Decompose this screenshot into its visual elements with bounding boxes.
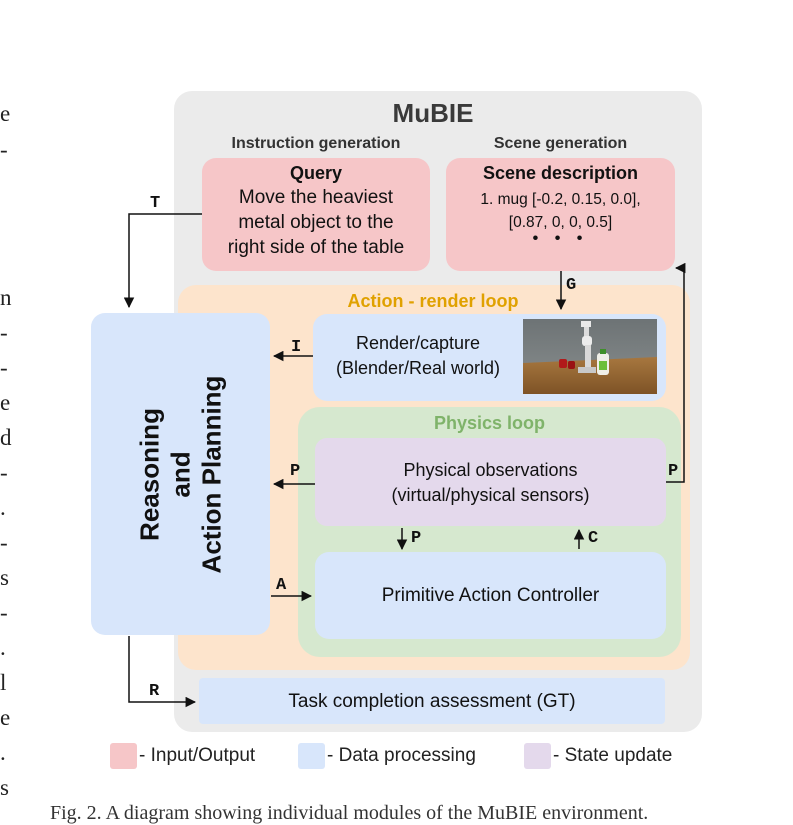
legend-swatch-data-processing [298, 743, 325, 769]
reasoning-action-planning-box [91, 313, 270, 635]
diagram-title: MuBIE [392, 98, 474, 128]
render-capture-text: Render/capture (Blender/Real world) [318, 331, 518, 381]
arrow-label-p-right: P [668, 462, 679, 481]
margin-text: s [0, 565, 9, 590]
task-completion-text: Task completion assessment (GT) [288, 691, 576, 712]
arrow-label-a: A [276, 576, 287, 595]
query-line: right side of the table [227, 237, 405, 258]
task-completion-box [199, 678, 665, 724]
margin-text: l [0, 670, 7, 695]
arrow-label-p-down: P [411, 529, 422, 548]
scene-description-title: Scene description [482, 163, 639, 183]
margin-text: d [0, 425, 12, 450]
margin-text: - [0, 600, 8, 625]
margin-text: s [0, 775, 9, 800]
margin-text: - [0, 460, 8, 485]
figure-caption: Fig. 2. A diagram showing individual mod… [50, 802, 649, 824]
legend-label-data-processing: - Data processing [327, 745, 476, 766]
margin-text: e [0, 390, 11, 415]
arrow-label-p-left: P [290, 462, 301, 481]
instruction-generation-header: Instruction generation [231, 135, 401, 152]
query-text: Move the heaviest metal object to the ri… [202, 185, 430, 260]
arrow-r [128, 636, 197, 708]
margin-text: n [0, 285, 12, 310]
legend-swatch-state-update [524, 743, 551, 769]
query-title: Query [289, 163, 343, 183]
physical-observations-box: Physical observations (virtual/physical … [315, 438, 666, 526]
arrow-label-r: R [149, 682, 160, 701]
margin-text: . [0, 740, 6, 765]
primitive-action-controller-box [315, 552, 666, 639]
query-box: Query Move the heaviest metal object to … [202, 158, 430, 271]
arrow-label-g: G [566, 276, 577, 295]
scene-description-box: Scene description 1. mug [-0.2, 0.15, 0.… [446, 158, 675, 271]
margin-text: - [0, 320, 8, 345]
scene-generation-header: Scene generation [493, 135, 628, 152]
margin-text: - [0, 137, 8, 162]
primitive-action-controller-text: Primitive Action Controller [381, 585, 600, 606]
observations-line: (virtual/physical sensors) [391, 485, 590, 505]
arrow-label-t: T [150, 194, 161, 213]
scene-line: [0.87, 0, 0, 0.5] [508, 214, 613, 231]
arrow-label-c-up: C [588, 529, 599, 548]
arrow-p-right [666, 262, 686, 483]
observations-line: Physical observations [403, 460, 578, 480]
arrow-t [123, 213, 202, 309]
margin-text: . [0, 495, 6, 520]
ellipsis-dots: • • • [532, 230, 589, 247]
scene-photo-image [523, 319, 657, 394]
legend-swatch-input-output [110, 743, 137, 769]
scene-line: 1. mug [-0.2, 0.15, 0.0], [480, 191, 641, 208]
render-line: (Blender/Real world) [335, 358, 501, 378]
scene-photo [523, 319, 657, 394]
margin-text: - [0, 530, 8, 555]
physical-observations-text: Physical observations (virtual/physical … [315, 458, 666, 508]
query-line: metal object to the [238, 212, 394, 233]
margin-text: e [0, 101, 11, 126]
margin-text: . [0, 635, 6, 660]
physics-loop-title: Physics loop [433, 413, 546, 433]
render-line: Render/capture [355, 333, 481, 353]
query-line: Move the heaviest [238, 187, 394, 208]
legend-label-input-output: - Input/Output [139, 745, 256, 766]
margin-text: - [0, 355, 8, 380]
scene-description-text: 1. mug [-0.2, 0.15, 0.0], [0.87, 0, 0, 0… [446, 188, 675, 234]
arrow-label-i: I [291, 338, 302, 357]
legend-label-state-update: - State update [553, 745, 673, 766]
margin-text: e [0, 705, 11, 730]
action-render-loop-title: Action - render loop [347, 291, 519, 311]
